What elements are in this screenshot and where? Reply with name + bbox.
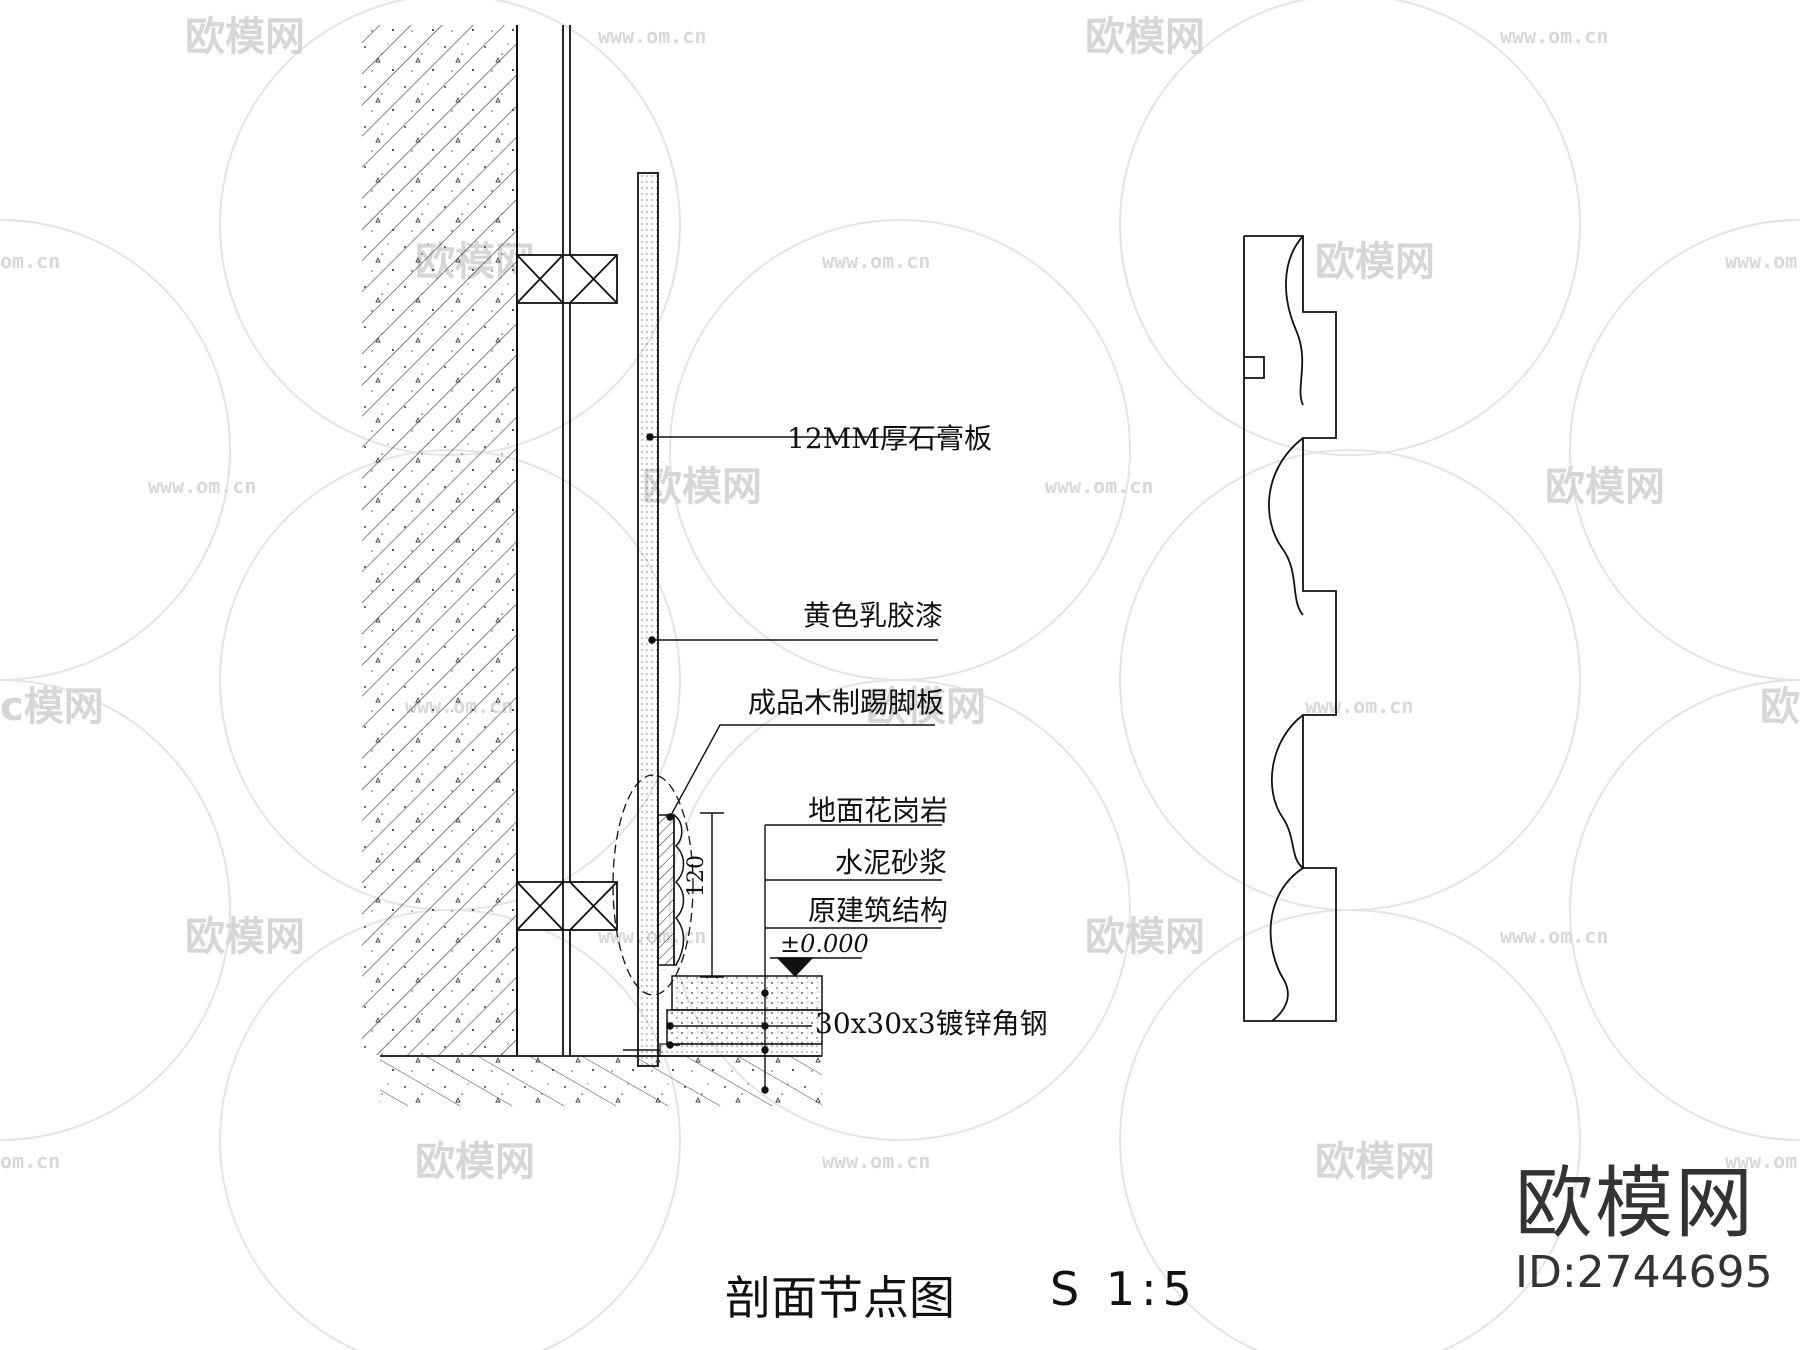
watermark-url-fragment: om.cn [0, 1149, 60, 1173]
label-angle-steel: 30x30x3镀锌角钢 [815, 1007, 1048, 1040]
watermark-brand: 欧模网 [642, 464, 762, 510]
watermark-url-fragment: om.cn [0, 249, 60, 273]
watermark-url: www.om.cn [598, 24, 706, 48]
watermark-url: www.om.cn [822, 1149, 930, 1173]
watermark-url: www.om.cn [1725, 249, 1800, 273]
watermark-brand: 欧模网 [866, 684, 986, 730]
elevation-mark: ±0.000 [780, 930, 869, 958]
dimension-120: 120 [684, 855, 709, 897]
floor-section [380, 975, 823, 1106]
label-latex-paint: 黄色乳胶漆 [803, 599, 943, 632]
concrete-wall [362, 25, 518, 1055]
watermark-url: www.om.cn [148, 474, 256, 498]
watermark-brand: 欧模网 [1760, 684, 1800, 730]
watermark-url: www.om.cn [1725, 1149, 1800, 1173]
brand-block: 欧模网 ID:2744695 [1515, 1162, 1775, 1298]
label-cement-mortar: 水泥砂浆 [835, 846, 947, 879]
watermark-brand: 欧模网 [185, 914, 305, 960]
callout-labels: 12MM厚石膏板 黄色乳胶漆 成品木制踢脚板 地面花岗岩 水泥砂浆 原建筑结构 … [684, 422, 1048, 1040]
watermark-brand: 欧模网 [1545, 464, 1665, 510]
stud-frame [516, 25, 618, 1055]
watermark-brand: 欧模网 [185, 14, 305, 60]
gypsum-board [637, 172, 659, 1067]
brand-id: ID:2744695 [1515, 1247, 1773, 1298]
leader-lines [646, 433, 950, 1094]
label-granite-floor: 地面花岗岩 [808, 794, 948, 827]
watermark-url: www.om.cn [1305, 694, 1413, 718]
watermark-url: www.om.cn [1045, 474, 1153, 498]
watermark-url: www.om.cn [1500, 24, 1608, 48]
watermark-brand: 欧模网 [1085, 914, 1205, 960]
label-gypsum-board: 12MM厚石膏板 [787, 422, 992, 455]
skirting-board [612, 774, 694, 996]
watermark-brand: 欧模网 [1085, 14, 1205, 60]
label-original-structure: 原建筑结构 [808, 894, 948, 927]
watermark-brand: 欧模网 [1315, 239, 1435, 285]
drawing-title: 剖面节点图 [725, 1271, 955, 1325]
drawing-scale: S 1:5 [1050, 1262, 1198, 1316]
watermark-url: www.om.cn [1500, 924, 1608, 948]
brand-name: 欧模网 [1515, 1159, 1756, 1249]
watermark-brand: 欧模网 [415, 1139, 535, 1185]
skirting-profile [1243, 235, 1337, 1022]
watermark-url: www.om.cn [822, 249, 930, 273]
watermark-brand: 欧模网 [1315, 1139, 1435, 1185]
watermark-brand-fragment: c模网 [0, 684, 104, 730]
label-skirting-board: 成品木制踢脚板 [748, 686, 944, 719]
